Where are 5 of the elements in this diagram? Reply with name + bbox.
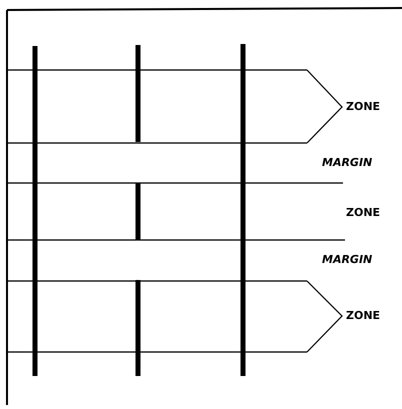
- zone-label: ZONE: [346, 101, 380, 113]
- margin-label: MARGIN: [322, 157, 372, 169]
- zone-label: ZONE: [346, 207, 380, 219]
- margin-label: MARGIN: [322, 254, 372, 266]
- zone-label: ZONE: [346, 310, 380, 322]
